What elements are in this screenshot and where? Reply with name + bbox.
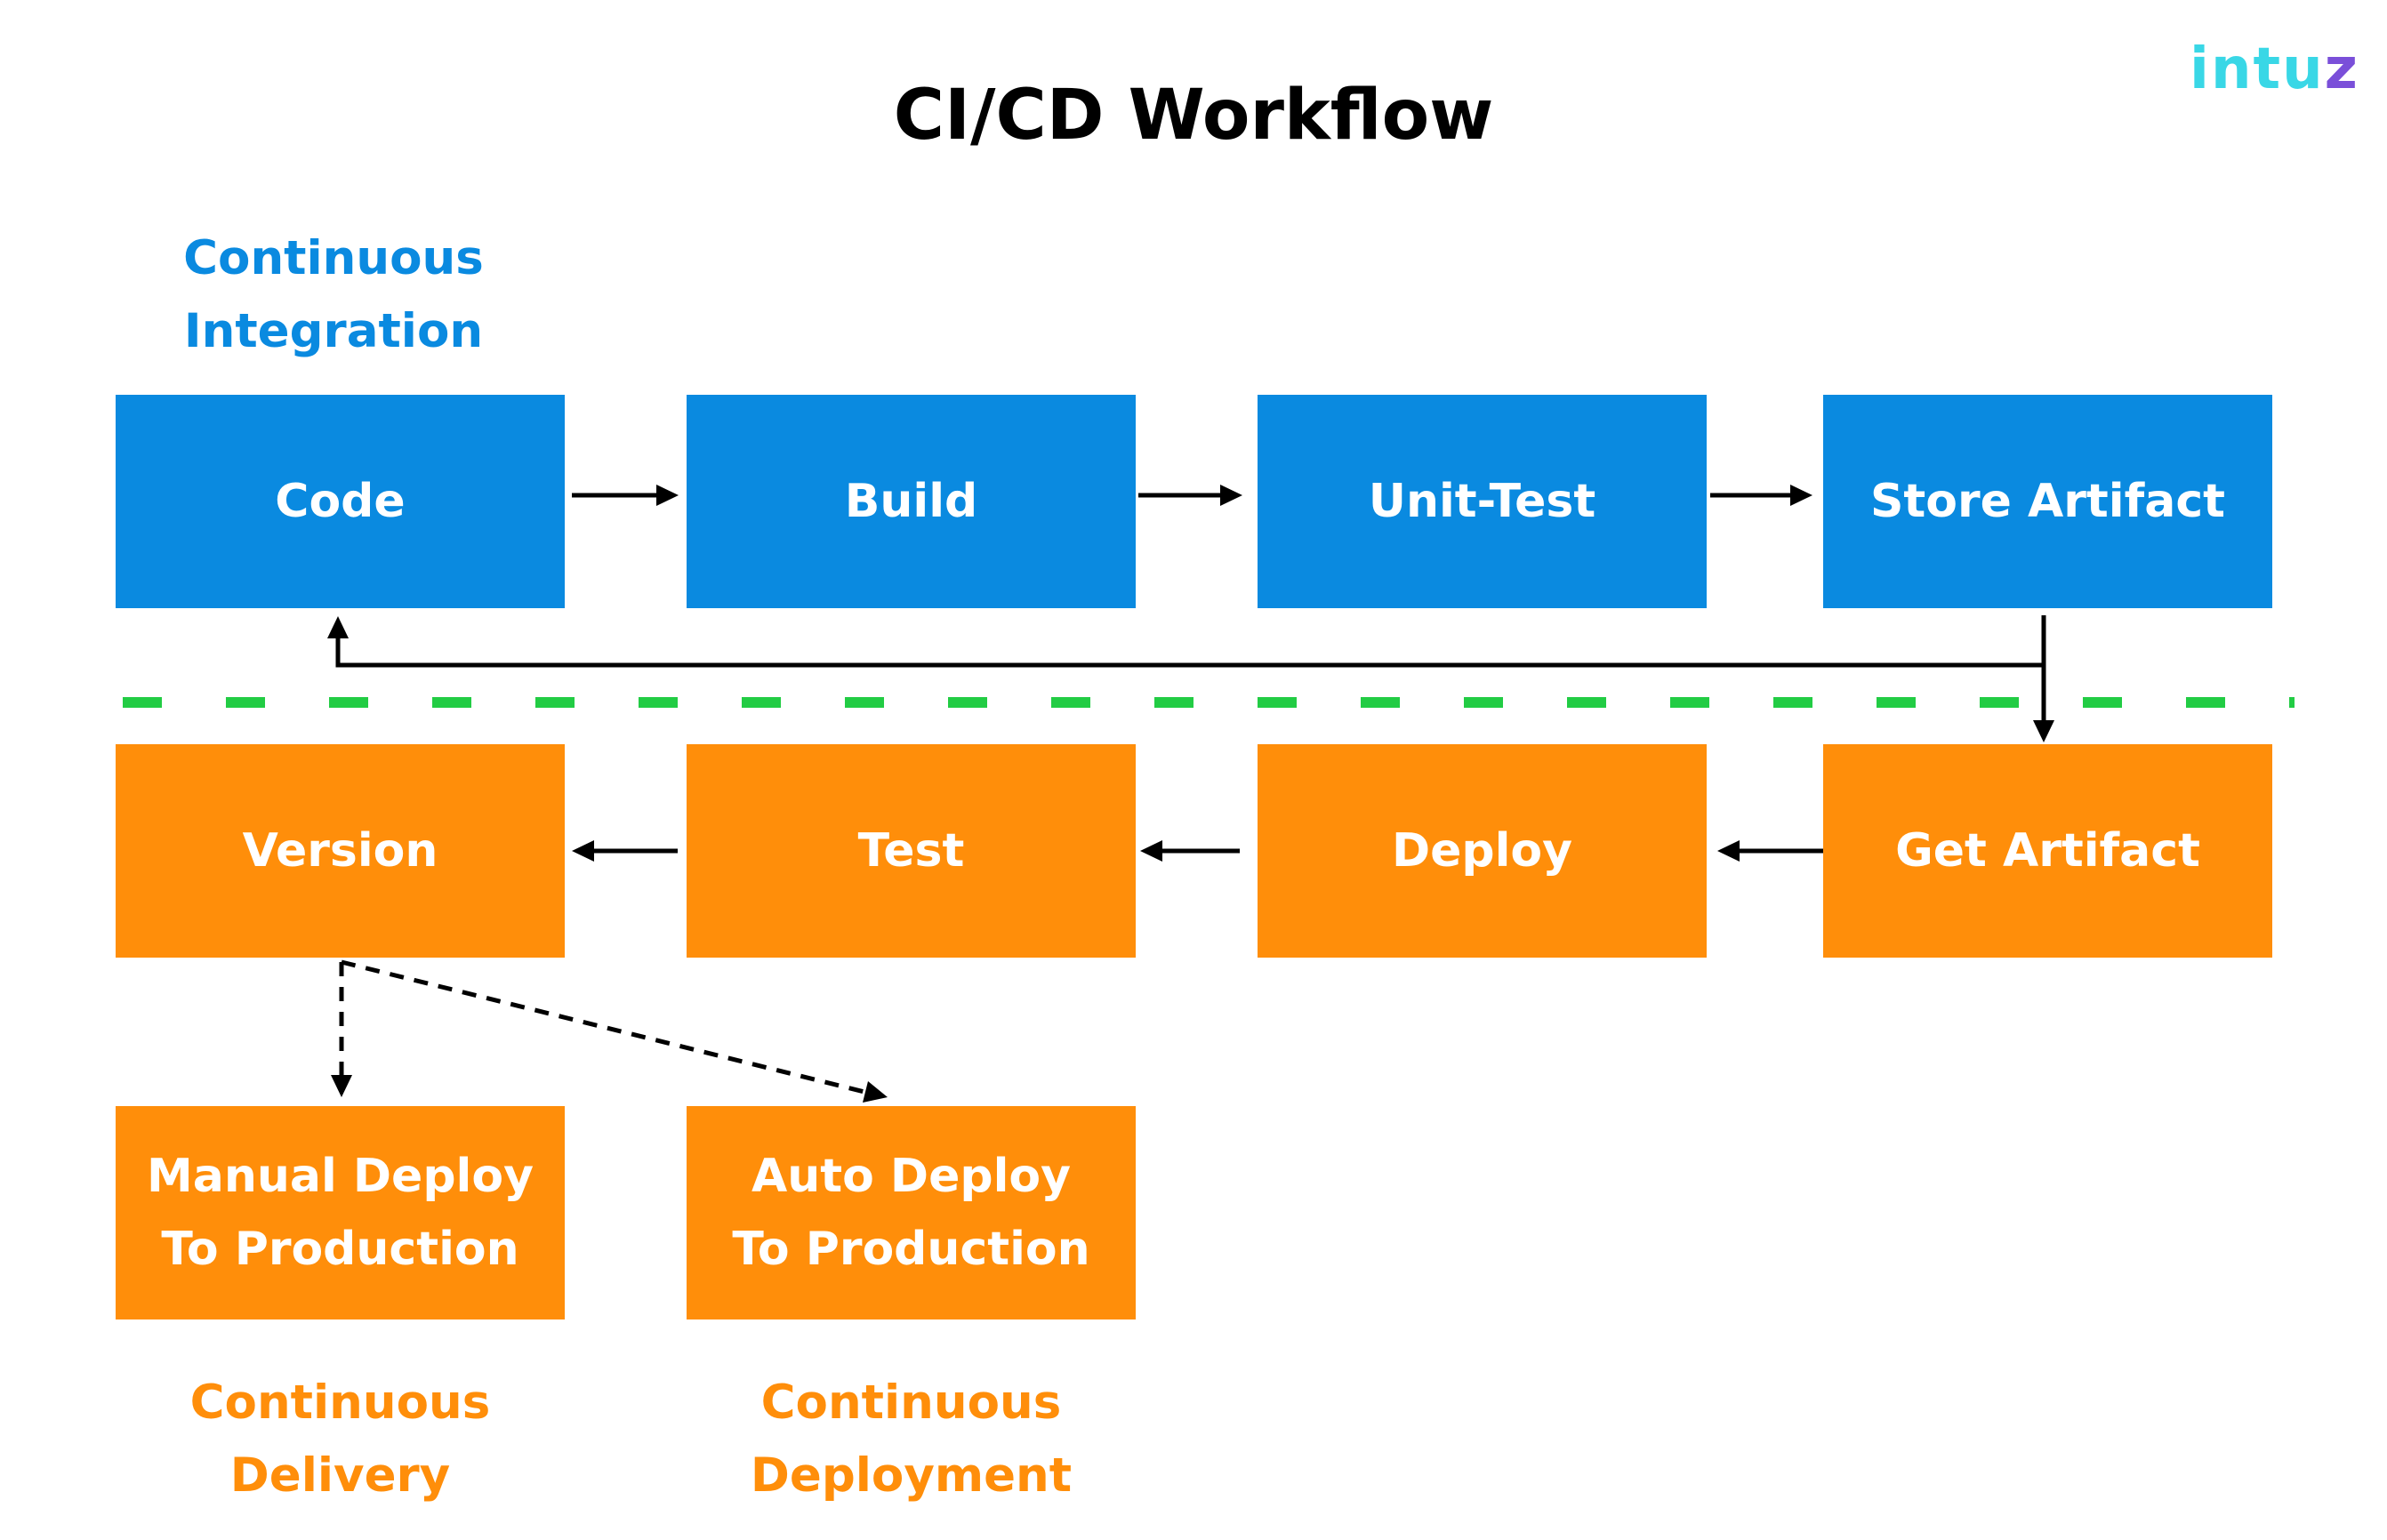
stage-auto-deploy: Auto Deploy To Production — [687, 1106, 1136, 1319]
arrow-version-to-manual-deploy — [331, 962, 352, 1097]
stage-manual-deploy-label: Manual Deploy To Production — [147, 1150, 534, 1276]
intuz-logo: intuz — [2190, 36, 2359, 102]
stage-build: Build — [687, 395, 1136, 608]
stage-deploy-label: Deploy — [1391, 824, 1573, 878]
stage-code-label: Code — [275, 475, 406, 528]
arrow-unit-test-to-store-artifact — [1710, 485, 1812, 506]
delivery-label: Continuous Delivery — [189, 1376, 491, 1503]
stage-get-artifact: Get Artifact — [1823, 744, 2272, 958]
deployment-label: Continuous Deployment — [750, 1376, 1073, 1503]
stage-store-artifact: Store Artifact — [1823, 395, 2272, 608]
stage-unit-test-label: Unit-Test — [1368, 475, 1596, 528]
arrow-build-to-unit-test — [1138, 485, 1242, 506]
stage-auto-deploy-label: Auto Deploy To Production — [732, 1150, 1090, 1276]
stage-store-artifact-label: Store Artifact — [1869, 475, 2225, 528]
diagram-title: CI/CD Workflow — [893, 76, 1494, 156]
stage-deploy: Deploy — [1258, 744, 1707, 958]
stage-test: Test — [687, 744, 1136, 958]
stage-unit-test: Unit-Test — [1258, 395, 1707, 608]
arrow-deploy-to-test — [1140, 840, 1240, 862]
arrow-store-artifact-to-code — [327, 616, 2044, 668]
arrow-get-artifact-to-deploy — [1717, 840, 1823, 862]
stage-code: Code — [116, 395, 565, 608]
ci-label: Continuous Integration — [183, 231, 484, 358]
arrow-test-to-version — [572, 840, 678, 862]
stage-test-label: Test — [857, 824, 965, 878]
arrow-code-to-build — [572, 485, 679, 506]
stage-manual-deploy: Manual Deploy To Production — [116, 1106, 565, 1319]
arrow-version-to-auto-deploy — [341, 959, 888, 1103]
arrow-store-artifact-to-get-artifact — [2033, 615, 2054, 742]
stage-version: Version — [116, 744, 565, 958]
stage-get-artifact-label: Get Artifact — [1895, 824, 2200, 878]
stage-version-label: Version — [242, 824, 438, 878]
stage-build-label: Build — [844, 475, 978, 528]
